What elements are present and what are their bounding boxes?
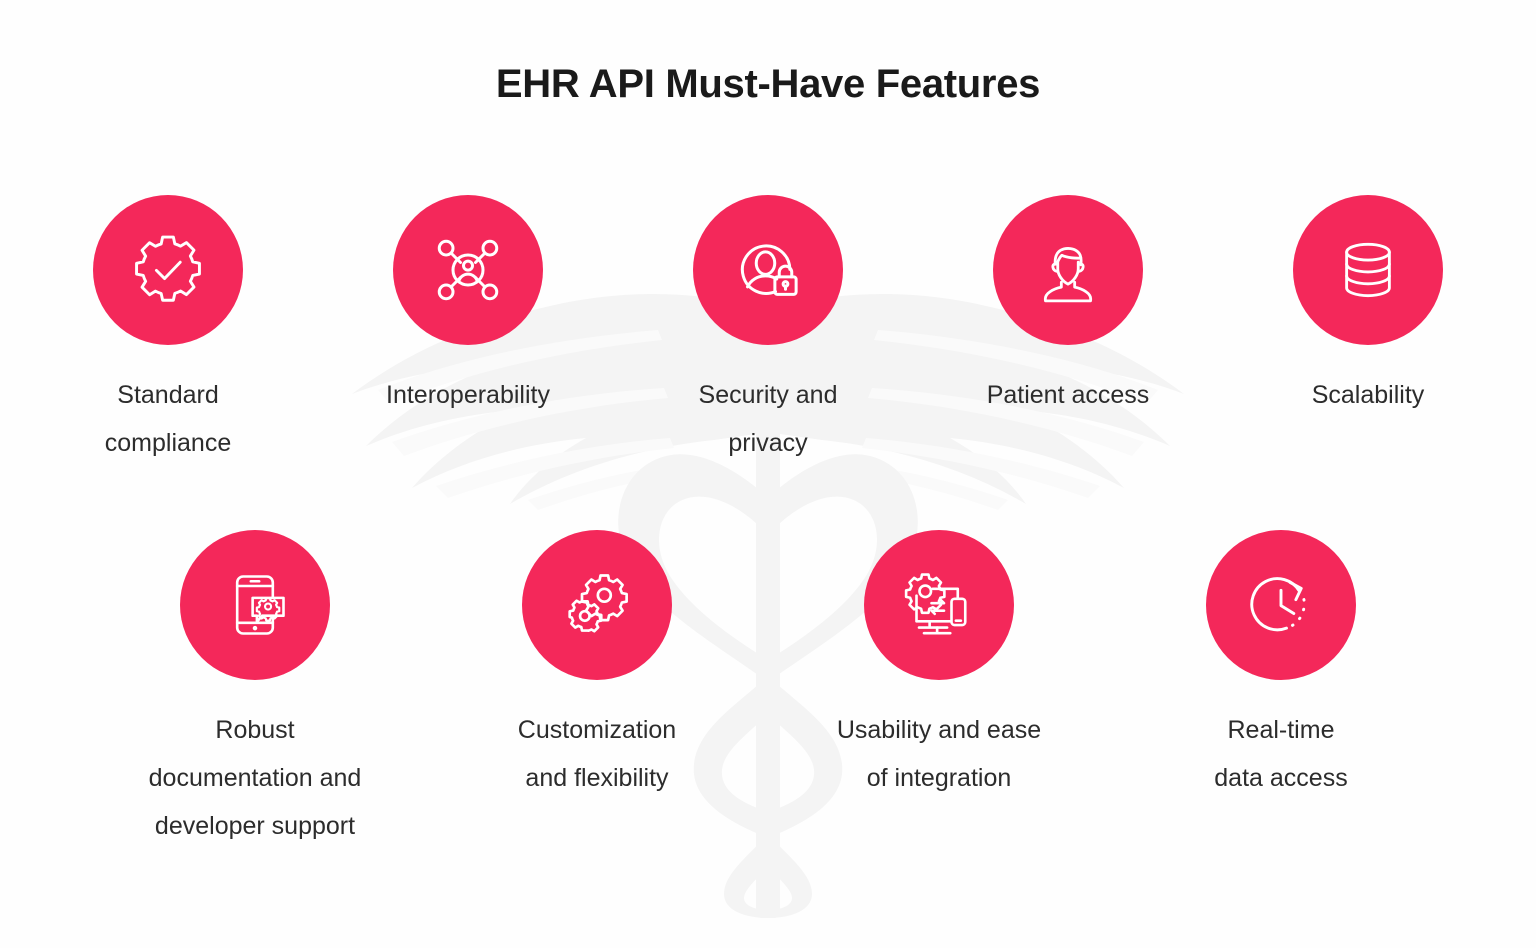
- feature-customization-flexibility[interactable]: Customization and flexibility: [497, 530, 697, 802]
- feature-robust-documentation[interactable]: Robust documentation and developer suppo…: [149, 530, 361, 850]
- feature-interoperability[interactable]: Interoperability: [368, 195, 568, 419]
- feature-usability-integration[interactable]: Usability and ease of integration: [837, 530, 1041, 802]
- feature-label: Patient access: [986, 381, 1150, 409]
- gear-check-icon: [135, 235, 201, 302]
- feature-label: Real-time data access: [1214, 716, 1348, 792]
- mobile-chat-gear-icon: [235, 575, 285, 635]
- feature-patient-access[interactable]: Patient access: [968, 195, 1168, 419]
- icon-circle-patient-access: [993, 195, 1143, 345]
- page-title: EHR API Must-Have Features: [495, 62, 1041, 106]
- feature-label: Interoperability: [386, 381, 550, 409]
- icon-circle-real-time-data-access: [1206, 530, 1356, 680]
- network-person-nodes-icon: [437, 239, 499, 301]
- icon-circle-usability-integration: [864, 530, 1014, 680]
- feature-label: Usability and ease of integration: [836, 716, 1042, 792]
- clock-refresh-icon: [1250, 577, 1306, 632]
- monitor-gear-sync-mobile-icon: [904, 573, 967, 635]
- features-row-top: Standard compliance Interopera: [0, 195, 1536, 467]
- feature-label: Security and privacy: [698, 381, 838, 457]
- feature-standard-compliance[interactable]: Standard compliance: [68, 195, 268, 467]
- database-stack-icon: [1345, 242, 1391, 298]
- icon-circle-scalability: [1293, 195, 1443, 345]
- person-lock-icon: [740, 244, 798, 296]
- feature-label: Standard compliance: [104, 381, 232, 457]
- icon-circle-interoperability: [393, 195, 543, 345]
- two-gears-icon: [568, 574, 628, 633]
- feature-scalability[interactable]: Scalability: [1268, 195, 1468, 419]
- feature-real-time-data-access[interactable]: Real-time data access: [1181, 530, 1381, 802]
- person-avatar-icon: [1043, 247, 1093, 303]
- feature-label: Robust documentation and developer suppo…: [148, 716, 362, 840]
- feature-label: Scalability: [1311, 381, 1425, 409]
- feature-label: Customization and flexibility: [517, 716, 677, 792]
- icon-circle-standard-compliance: [93, 195, 243, 345]
- icon-circle-customization-flexibility: [522, 530, 672, 680]
- icon-circle-security-and-privacy: [693, 195, 843, 345]
- features-row-bottom: Robust documentation and developer suppo…: [0, 530, 1536, 850]
- feature-security-and-privacy[interactable]: Security and privacy: [668, 195, 868, 467]
- icon-circle-robust-documentation: [180, 530, 330, 680]
